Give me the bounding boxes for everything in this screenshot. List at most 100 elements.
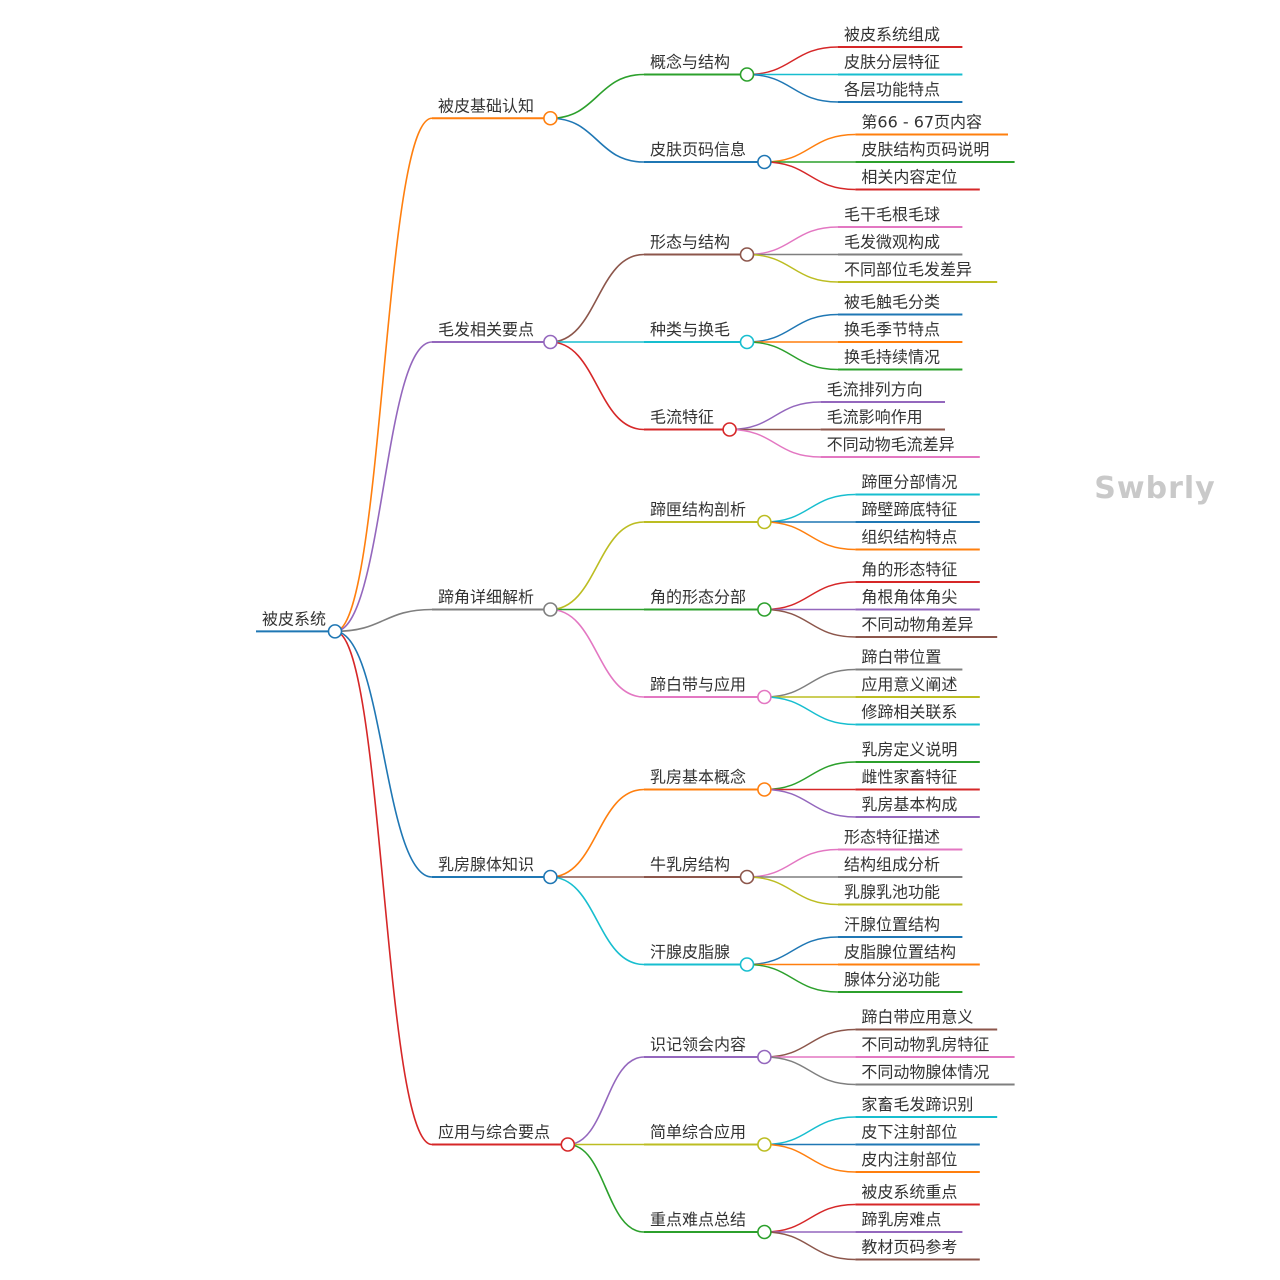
topic-0-1-toggle[interactable]	[757, 154, 772, 170]
leaf-0-1-2[interactable]: 相关内容定位	[855, 168, 980, 191]
edge-topic-0-1-leaf-0	[764, 133, 856, 163]
topic-4-0[interactable]: 识记领会内容	[644, 1035, 765, 1058]
leaf-0-0-0[interactable]: 被皮系统组成	[838, 25, 963, 48]
topic-1-1[interactable]: 种类与换毛	[644, 320, 747, 343]
topic-4-0-toggle[interactable]	[757, 1049, 772, 1065]
topic-3-0[interactable]: 乳房基本概念	[644, 768, 765, 791]
leaf-2-0-2[interactable]: 组织结构特点	[855, 528, 980, 551]
edge-topic-0-0-leaf-0	[746, 46, 839, 76]
leaf-3-1-0[interactable]: 形态特征描述	[838, 828, 963, 851]
topic-2-2[interactable]: 蹄白带与应用	[644, 675, 765, 698]
branch-1-toggle[interactable]	[543, 334, 558, 350]
branch-0[interactable]: 被皮基础认知	[432, 96, 551, 120]
leaf-3-1-1-label: 结构组成分析	[844, 855, 940, 874]
topic-3-2-toggle[interactable]	[739, 957, 755, 972]
topic-3-0-toggle[interactable]	[757, 782, 772, 797]
leaf-3-0-1[interactable]: 雌性家畜特征	[855, 768, 980, 791]
leaf-1-1-2[interactable]: 换毛持续情况	[838, 348, 963, 371]
topic-1-2[interactable]: 毛流特征	[644, 408, 730, 431]
leaf-0-1-0[interactable]: 第66 - 67页内容	[855, 113, 1008, 136]
edge-root-branch-4	[334, 630, 433, 1146]
topic-4-2-toggle[interactable]	[757, 1224, 772, 1240]
leaf-4-2-0[interactable]: 被皮系统重点	[855, 1183, 980, 1206]
leaf-1-0-1[interactable]: 毛发微观构成	[838, 233, 963, 256]
edge-topic-4-2-leaf-2	[764, 1231, 856, 1261]
edge-topic-3-1-leaf-0	[746, 848, 839, 878]
topic-1-0-toggle[interactable]	[739, 247, 755, 262]
topic-4-1[interactable]: 简单综合应用	[644, 1123, 765, 1146]
leaf-4-0-2[interactable]: 不同动物腺体情况	[855, 1063, 1015, 1086]
leaf-3-0-2[interactable]: 乳房基本构成	[855, 795, 980, 818]
topic-4-2[interactable]: 重点难点总结	[644, 1210, 765, 1233]
leaf-2-0-1[interactable]: 蹄壁蹄底特征	[855, 500, 980, 523]
topic-2-1-toggle[interactable]	[757, 602, 772, 617]
branch-0-toggle[interactable]	[543, 110, 558, 126]
leaf-2-2-0[interactable]: 蹄白带位置	[855, 648, 963, 671]
leaf-2-1-0[interactable]: 角的形态特征	[855, 560, 980, 583]
topic-1-1-toggle[interactable]	[739, 334, 755, 350]
leaf-2-2-1[interactable]: 应用意义阐述	[855, 675, 980, 698]
topic-2-0-toggle[interactable]	[757, 514, 772, 530]
leaf-3-2-2[interactable]: 腺体分泌功能	[838, 970, 963, 993]
topic-3-1[interactable]: 牛乳房结构	[644, 855, 747, 878]
topic-1-2-toggle[interactable]	[722, 422, 737, 437]
leaf-4-1-1[interactable]: 皮下注射部位	[855, 1123, 980, 1146]
topic-4-1-toggle[interactable]	[757, 1137, 772, 1152]
topic-2-1[interactable]: 角的形态分部	[644, 588, 765, 611]
leaf-1-2-0[interactable]: 毛流排列方向	[820, 380, 945, 403]
branch-4-toggle[interactable]	[560, 1137, 576, 1152]
leaf-2-0-0[interactable]: 蹄匣分部情况	[855, 473, 980, 496]
leaf-3-2-1[interactable]: 皮脂腺位置结构	[838, 943, 980, 966]
leaf-0-1-2-label: 相关内容定位	[861, 168, 957, 187]
topic-1-0[interactable]: 形态与结构	[644, 233, 747, 256]
leaf-4-0-0[interactable]: 蹄白带应用意义	[855, 1008, 998, 1031]
branch-4[interactable]: 应用与综合要点	[432, 1123, 568, 1146]
leaf-4-0-1[interactable]: 不同动物乳房特征	[855, 1035, 1015, 1058]
branch-3-toggle[interactable]	[543, 869, 558, 885]
leaf-2-1-2[interactable]: 不同动物角差异	[855, 615, 998, 638]
leaf-2-2-1-label: 应用意义阐述	[861, 675, 957, 694]
leaf-0-0-1-label: 皮肤分层特征	[844, 53, 940, 72]
edge-topic-4-0-leaf-2	[764, 1056, 856, 1086]
edge-topic-2-1-leaf-0	[764, 581, 856, 611]
leaf-1-2-0-label: 毛流排列方向	[827, 380, 923, 399]
topic-0-1[interactable]: 皮肤页码信息	[644, 140, 765, 163]
branch-1[interactable]: 毛发相关要点	[432, 320, 551, 343]
leaf-1-0-2-label: 不同部位毛发差异	[844, 260, 972, 279]
leaf-1-0-2[interactable]: 不同部位毛发差异	[838, 260, 998, 283]
topic-3-2[interactable]: 汗腺皮脂腺	[644, 943, 747, 966]
topic-2-0[interactable]: 蹄匣结构剖析	[644, 500, 765, 523]
leaf-2-1-1[interactable]: 角根角体角尖	[855, 588, 980, 611]
leaf-4-1-2[interactable]: 皮内注射部位	[855, 1150, 980, 1173]
leaf-3-2-0[interactable]: 汗腺位置结构	[838, 915, 963, 938]
branch-2-toggle[interactable]	[543, 602, 558, 617]
edge-branch-4-sub-0	[567, 1056, 645, 1146]
leaf-1-2-1[interactable]: 毛流影响作用	[820, 408, 945, 431]
leaf-3-1-1[interactable]: 结构组成分析	[838, 855, 963, 878]
leaf-0-1-1[interactable]: 皮肤结构页码说明	[855, 140, 1015, 163]
branch-2[interactable]: 蹄角详细解析	[432, 588, 551, 611]
branch-2-label: 蹄角详细解析	[438, 588, 534, 607]
leaf-3-1-2[interactable]: 乳腺乳池功能	[838, 883, 963, 906]
topic-0-0-toggle[interactable]	[739, 67, 755, 82]
root-toggle[interactable]	[327, 624, 343, 639]
topic-3-1-toggle[interactable]	[739, 869, 755, 885]
leaf-0-0-1[interactable]: 皮肤分层特征	[838, 53, 963, 76]
leaf-1-1-0[interactable]: 被毛触毛分类	[838, 293, 963, 316]
root-node[interactable]: 被皮系统	[256, 609, 341, 633]
branch-3[interactable]: 乳房腺体知识	[432, 855, 551, 878]
leaf-4-2-2[interactable]: 教材页码参考	[855, 1238, 980, 1261]
topic-0-0[interactable]: 概念与结构	[644, 53, 747, 76]
leaf-1-0-0[interactable]: 毛干毛根毛球	[838, 205, 963, 228]
topic-2-2-toggle[interactable]	[757, 689, 772, 705]
edge-branch-0-sub-1	[550, 117, 645, 163]
topic-3-0-label: 乳房基本概念	[650, 768, 746, 787]
leaf-3-0-0[interactable]: 乳房定义说明	[855, 740, 980, 763]
leaf-0-0-2[interactable]: 各层功能特点	[838, 80, 963, 103]
leaf-2-2-2[interactable]: 修蹄相关联系	[855, 703, 980, 726]
leaf-1-1-1[interactable]: 换毛季节特点	[838, 320, 963, 343]
leaf-4-1-0[interactable]: 家畜毛发蹄识别	[855, 1095, 998, 1118]
edge-topic-3-0-leaf-2	[764, 788, 856, 818]
leaf-4-2-1[interactable]: 蹄乳房难点	[855, 1210, 963, 1233]
leaf-1-2-2[interactable]: 不同动物毛流差异	[820, 435, 980, 458]
